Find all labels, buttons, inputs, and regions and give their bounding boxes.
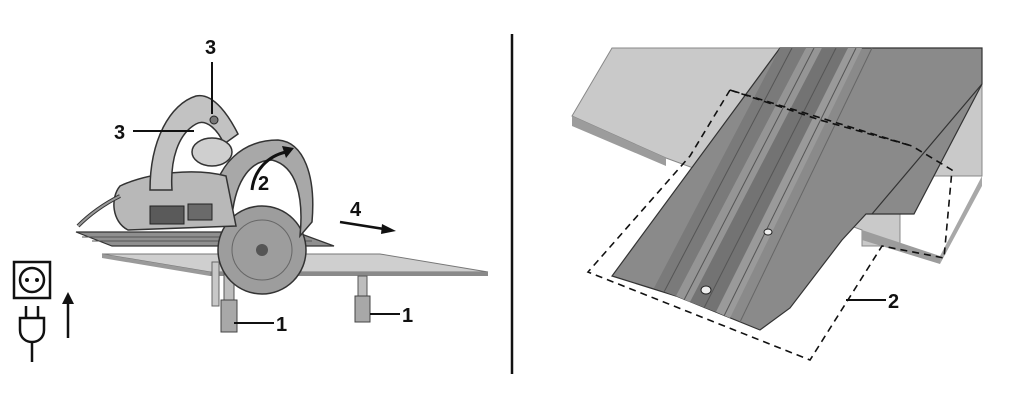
power-cord: [76, 194, 121, 228]
callout-leg-left: 1: [276, 314, 287, 336]
callout-leg-right: 1: [402, 305, 413, 327]
arrow-up-icon: [62, 292, 74, 338]
support-leg-back: [211, 261, 220, 307]
power-plug-icon: [18, 306, 46, 362]
blade-guard: [209, 139, 314, 239]
circular-saw: [75, 94, 335, 295]
guide-rail: [611, 47, 983, 331]
support-leg-right: [354, 275, 371, 323]
callout-guide-rail: 2: [888, 291, 899, 313]
callout-feed-direction: 4: [350, 199, 362, 221]
power-socket-icon: [12, 260, 52, 300]
callout-blade-rotation: 2: [258, 173, 269, 195]
cut-outline-dashed: [586, 89, 953, 361]
left-panel: 3 3 2 4 1 1: [12, 37, 489, 362]
callout-handle-top: 3: [205, 37, 216, 59]
right-panel: 2: [571, 47, 983, 361]
callout-handle-side: 3: [114, 122, 125, 144]
feed-direction-arrow: [339, 220, 385, 231]
rotation-arrow: [250, 150, 287, 191]
